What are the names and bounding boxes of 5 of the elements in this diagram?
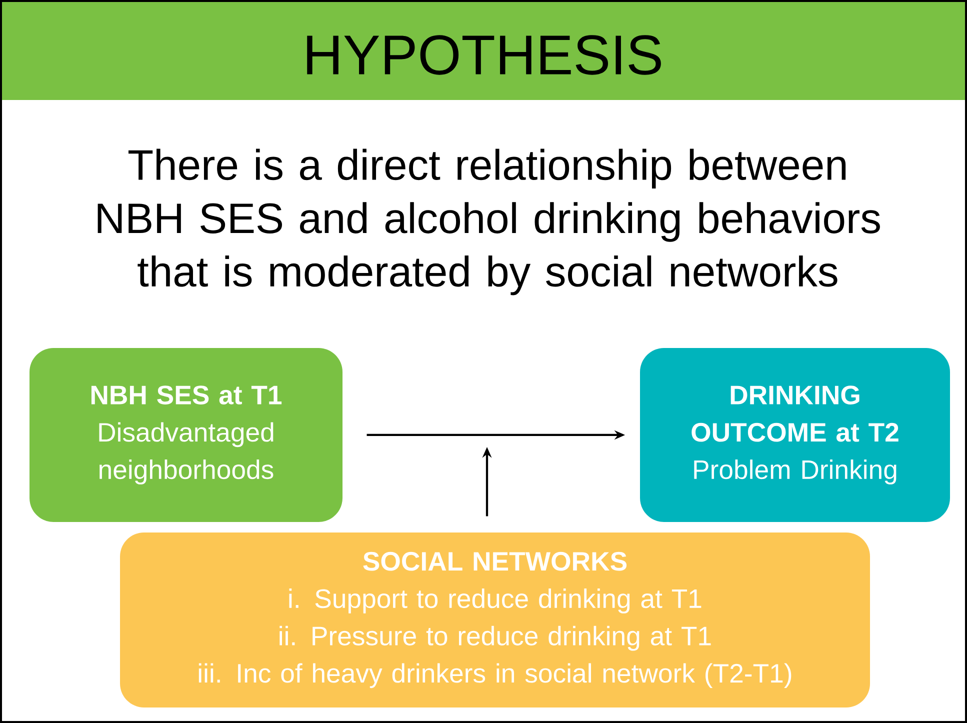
statement-text: There is a direct relationship between NBH SES and alcohol drinking behaviors that is moderated by social networks — [98, 148, 880, 296]
moderator-box: SOCIAL NETWORKS i. Support to reduce drinking at T1 ii. Pressure to reduce drinking at T1 iii. Inc of heavy drinkers in social network (T2-T1) — [120, 532, 870, 708]
title-band: HYPOTHESIS — [2, 2, 965, 100]
process-box: DRINKING OUTCOME at T2 Problem Drinking — [640, 348, 950, 522]
process-box: NBH SES at T1 Disadvantaged neighborhoods — [30, 348, 342, 522]
